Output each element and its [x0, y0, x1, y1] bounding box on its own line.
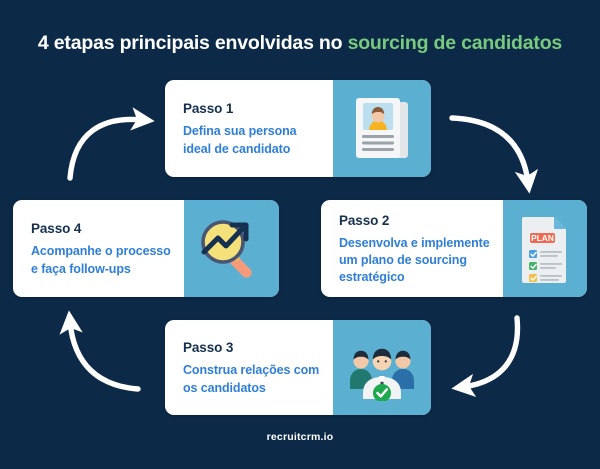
plan-badge-text: PLAN: [531, 233, 554, 243]
step-card-2[interactable]: Passo 2 Desenvolva e implemente um plano…: [321, 200, 587, 297]
step-card-1[interactable]: Passo 1 Defina sua persona ideal de cand…: [165, 80, 431, 177]
step-card-4-icon-panel: [184, 200, 279, 297]
step-card-1-label: Passo 1: [183, 101, 234, 117]
step-card-4-label: Passo 4: [31, 221, 82, 237]
step-card-3[interactable]: Passo 3 Construa relações com os candida…: [165, 320, 431, 415]
step-card-3-label: Passo 3: [183, 340, 234, 356]
step-card-4-text: Passo 4 Acompanhe o processo e faça foll…: [13, 200, 184, 297]
step-card-3-icon-panel: [333, 320, 431, 415]
step-card-2-description: Desenvolva e implemente um plano de sour…: [339, 235, 490, 285]
page-title-lead: 4 etapas principais envolvidas no: [37, 32, 348, 54]
plan-checklist-document-icon: PLAN: [522, 216, 566, 283]
resume-document-icon: [356, 97, 408, 158]
step-card-1-text: Passo 1 Defina sua persona ideal de cand…: [165, 80, 333, 177]
people-group-check-icon: [350, 348, 414, 401]
step-card-4[interactable]: Passo 4 Acompanhe o processo e faça foll…: [13, 200, 279, 297]
footer-brand: recruitcrm.io: [266, 431, 334, 443]
arrow-step1-to-step2: [449, 115, 539, 194]
arrow-step2-to-step3: [451, 315, 521, 398]
magnifier-growth-chart-icon: [200, 219, 252, 278]
step-card-3-text: Passo 3 Construa relações com os candida…: [165, 320, 333, 415]
page-title-accent: sourcing de candidatos: [347, 32, 563, 54]
step-card-2-text: Passo 2 Desenvolva e implemente um plano…: [321, 200, 503, 297]
step-card-2-label: Passo 2: [339, 212, 390, 228]
step-card-1-icon-panel: [333, 80, 431, 177]
arrow-step3-to-step4: [59, 310, 141, 392]
step-card-2-icon-panel: PLAN: [503, 200, 587, 297]
arrow-step4-to-step1: [67, 107, 155, 181]
page-title: 4 etapas principais envolvidas no sourci…: [0, 32, 600, 55]
step-card-4-description: Acompanhe o processo e faça follow-ups: [31, 244, 171, 276]
step-card-3-description: Construa relações com os candidatos: [183, 363, 320, 395]
step-card-1-description: Defina sua persona ideal de candidato: [183, 124, 297, 156]
